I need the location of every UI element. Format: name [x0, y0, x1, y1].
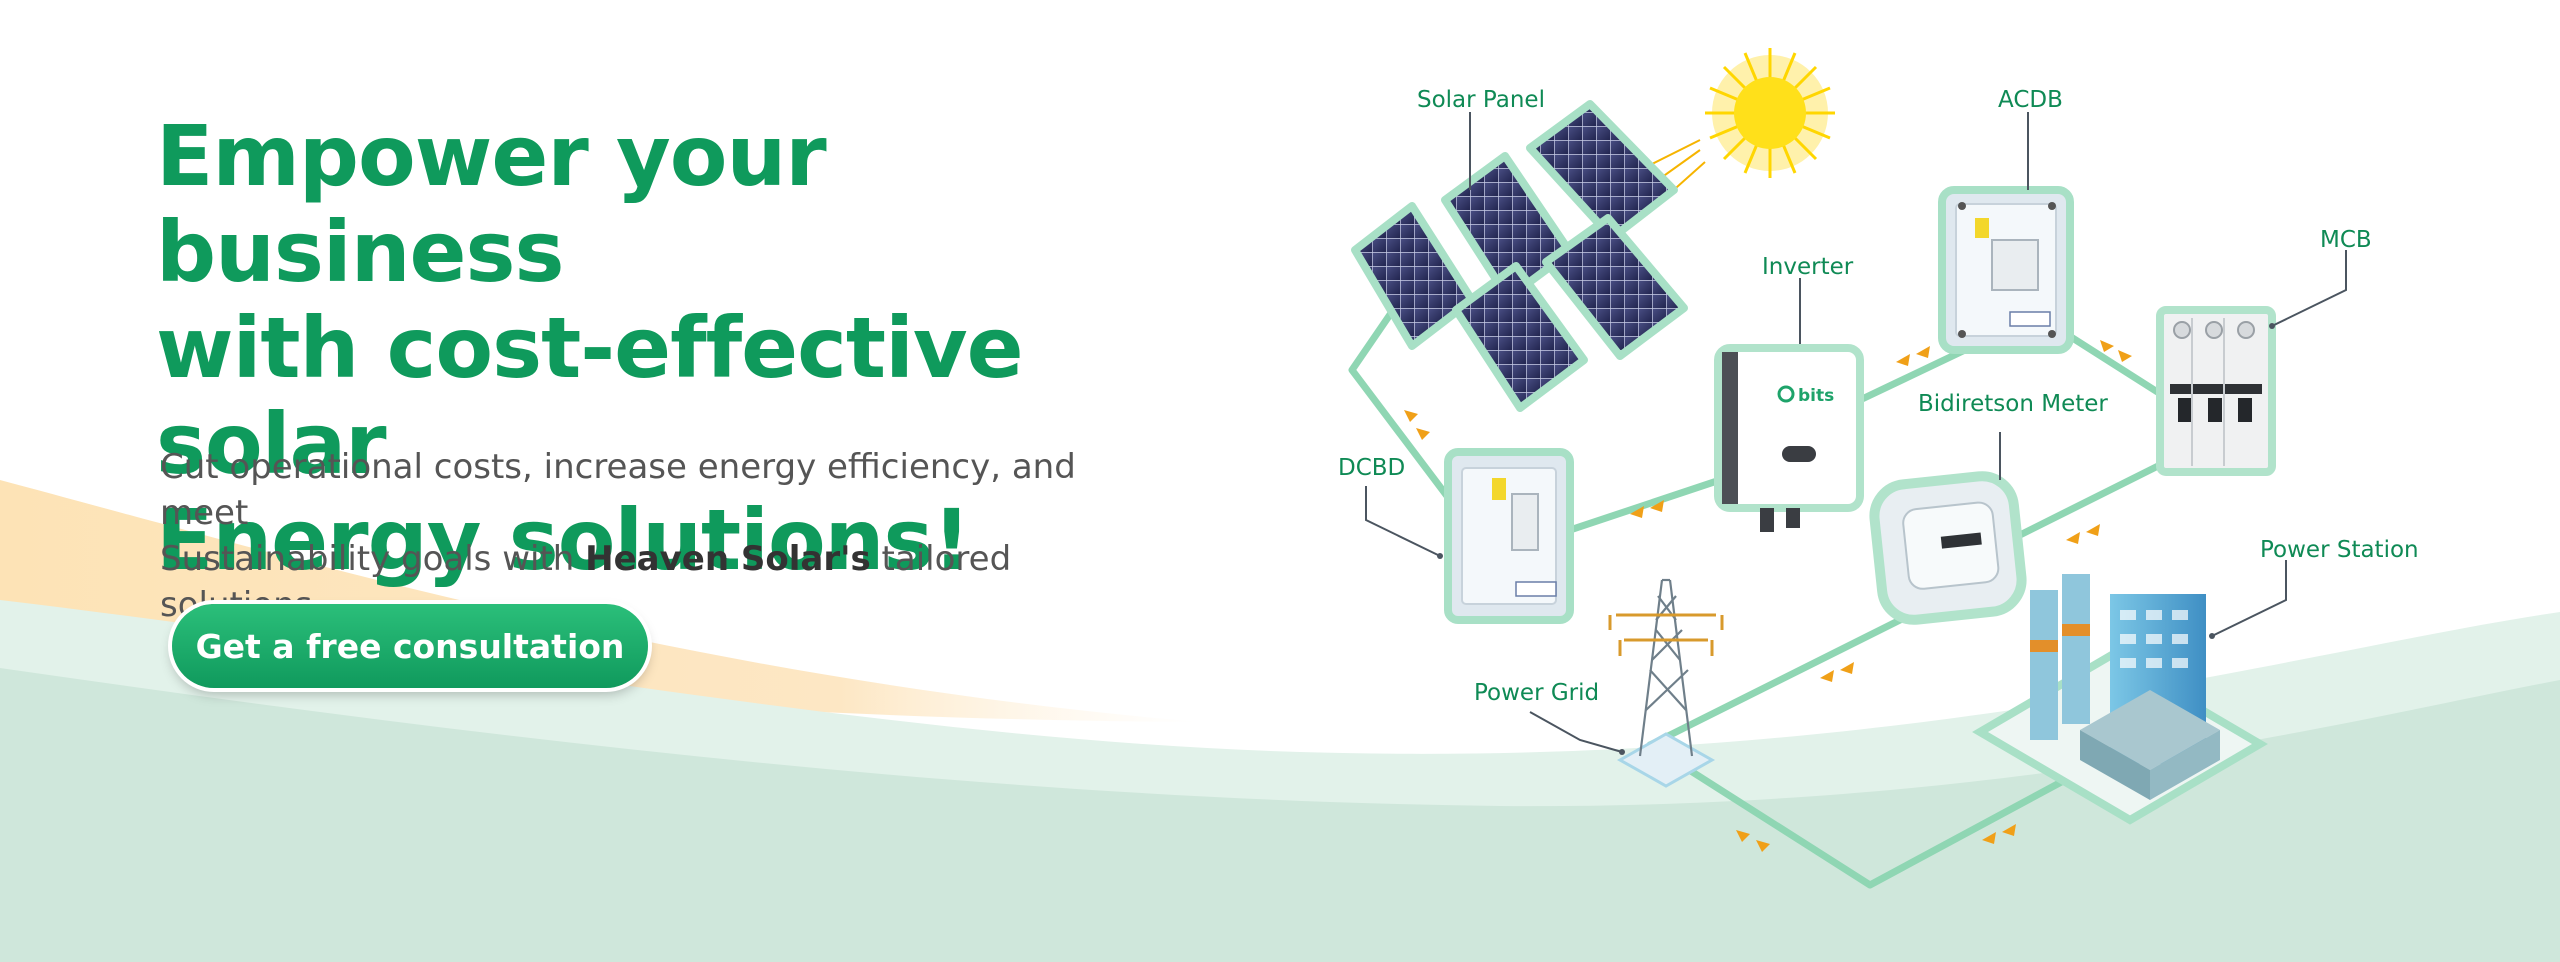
arrow-icon [1756, 840, 1770, 852]
arrow-icon [1404, 410, 1418, 422]
arrow-icon [2002, 824, 2016, 836]
dcbd-box [1444, 448, 1574, 624]
wire-acdb-mcb [2056, 326, 2174, 404]
solar-panel-icon [1452, 262, 1588, 412]
wiring [1348, 296, 2174, 889]
sun-icon [1619, 48, 1835, 221]
label-dcbd: DCBD [1338, 455, 1405, 481]
free-consultation-button[interactable]: Get a free consultation [172, 604, 648, 688]
leader-lines [1365, 112, 2347, 753]
power-grid-tower [1608, 578, 1724, 788]
arrow-icon [1982, 832, 1996, 844]
inverter-brand: bits [1798, 386, 1834, 406]
acdb-box [1938, 186, 2074, 354]
headline-line: Energy solutions! [156, 491, 971, 589]
subtitle-text: Sustainability goals with [160, 539, 586, 579]
label-inverter: Inverter [1762, 254, 1854, 280]
wave-main [0, 668, 2560, 962]
wire-grid-loop [1646, 741, 2069, 889]
solar-panel-icon [1526, 100, 1678, 242]
arrow-icon [1650, 500, 1664, 512]
headline-line: Empower your business [156, 107, 827, 301]
hero-text: Empower your business with cost-effectiv… [156, 108, 1216, 588]
arrow-icon [1630, 506, 1644, 518]
flow-arrows [1404, 340, 2132, 852]
arrow-icon [2100, 340, 2114, 352]
mcb-breaker [2156, 306, 2276, 476]
arrow-icon [2086, 524, 2100, 536]
solar-panel-icon [1542, 214, 1688, 360]
arrow-icon [1736, 830, 1750, 842]
wire-mcb-meter [2006, 456, 2174, 544]
wire-meter-grid [1646, 616, 1904, 749]
headline-line: with cost-effective solar [156, 299, 1024, 493]
label-mcb: MCB [2320, 227, 2372, 253]
solar-panel-icon [1351, 202, 1476, 350]
label-power-grid: Power Grid [1474, 680, 1599, 706]
arrow-icon [1820, 670, 1834, 682]
label-acdb: ACDB [1998, 87, 2063, 113]
inverter-box: bits [1714, 344, 1864, 532]
page-title: Empower your business with cost-effectiv… [156, 108, 1216, 588]
arrow-icon [1416, 428, 1430, 440]
bidirectional-meter [1869, 471, 2027, 625]
arrow-icon [1896, 354, 1910, 366]
arrow-icon [1916, 346, 1930, 358]
arrow-icon [2066, 532, 2080, 544]
arrow-icon [2118, 350, 2132, 362]
subtitle-line: Cut operational costs, increase energy e… [160, 447, 1076, 533]
wire-panel-dcbd [1348, 296, 1454, 504]
label-power-station: Power Station [2260, 537, 2419, 563]
power-station [1972, 574, 2268, 825]
label-bidirectional-meter: Bidiretson Meter [1918, 391, 2108, 417]
solar-panel-array [1351, 100, 1688, 412]
label-solar-panel: Solar Panel [1417, 87, 1545, 113]
arrow-icon [1840, 662, 1854, 674]
hero-subtitle: Cut operational costs, increase energy e… [160, 444, 1160, 628]
brand-name: Heaven Solar's [585, 539, 871, 579]
subtitle-line: Sustainability goals with Heaven Solar's… [160, 536, 1160, 628]
wire-inverter-acdb [1856, 346, 1969, 404]
